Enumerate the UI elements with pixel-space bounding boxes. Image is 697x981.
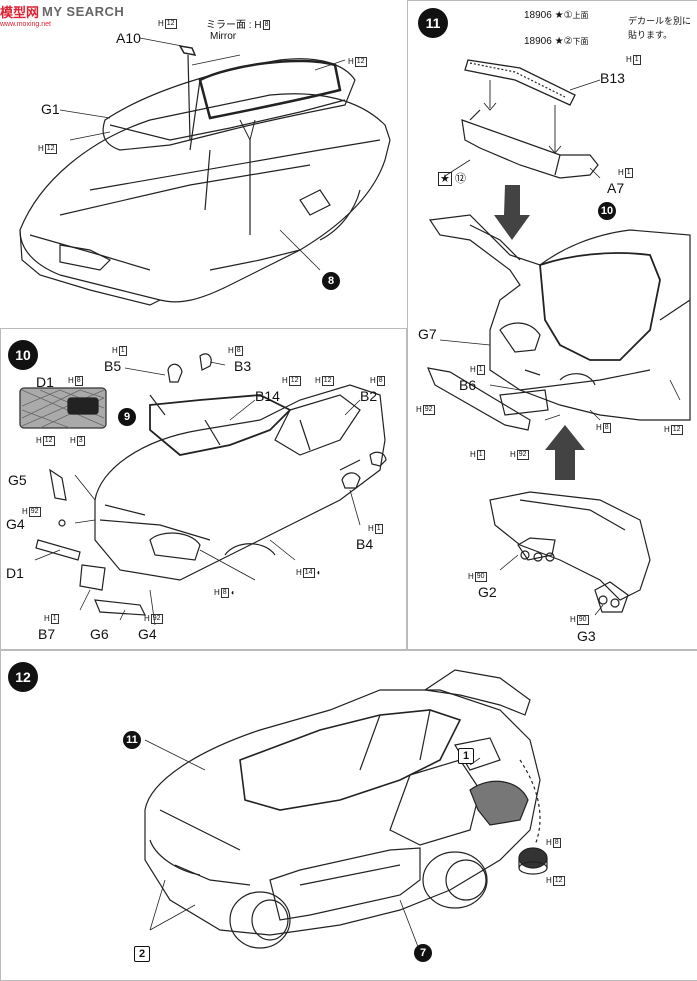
decal-inset [19,387,107,429]
mirror-surface-jp: ミラー面 : H [206,20,262,31]
part-label-b4: B4 [356,536,374,552]
decal-note-1: デカールを別に [628,16,692,26]
part-label-b6: B6 [459,377,477,393]
watermark-mark: 模型网 [0,4,40,20]
part-label-g6: G6 [90,626,109,642]
part-label-g5: G5 [8,472,27,488]
step-number-10: 10 [8,340,38,370]
mirror-english-label: Mirror [210,31,237,42]
star-decal-12: ★ ⑫ [438,172,466,186]
mirror-surface-code: 8 [262,20,271,31]
decal-line-1: 18906 ★①上面 [524,10,589,21]
step-number-11: 11 [418,8,448,38]
panel-step11 [407,0,697,650]
front-body-drawing [34,353,387,626]
watermark-logo: 模型网 MY SEARCH [0,0,124,22]
part-label-d1: D1 [6,565,24,581]
part-label-a7: A7 [607,180,625,196]
part-label-g2: G2 [478,584,497,600]
reference-circle-8: 8 [322,272,340,290]
part-label-b14: B14 [255,388,280,404]
rear-body-drawing [428,214,691,421]
body-shell-drawing [19,37,391,306]
part-label-b2: B2 [360,388,378,404]
part-label-g3: G3 [577,628,596,644]
full-car-drawing [144,669,548,953]
part-label-b3: B3 [234,358,252,374]
spoiler-drawing [444,59,601,240]
reference-circle-11: 11 [123,731,141,749]
reference-circle-9: 9 [118,408,136,426]
panel-step10 [0,328,407,650]
watermark-url: www.moxing.net [0,21,51,28]
part-label-g1: G1 [41,101,60,117]
part-label-b5: B5 [104,358,122,374]
decal-line-2: 18906 ★②下面 [524,36,589,47]
part-label-b7: B7 [38,626,56,642]
reference-circle-10: 10 [598,202,616,220]
part-label-a10: A10 [116,30,141,46]
watermark-text: MY SEARCH [42,3,125,19]
part-label-d1-inset: D1 [36,374,54,390]
bumper-drawing [427,367,651,616]
part-label-g4-left: G4 [6,516,25,532]
part-label-b13: B13 [600,70,625,86]
reference-box-2: 2 [134,946,150,962]
part-label-g7: G7 [418,326,437,342]
step-number-12: 12 [8,662,38,692]
part-label-g4-right: G4 [138,626,157,642]
reference-box-1: 1 [458,748,474,764]
decal-note-2: 貼ります。 [628,30,673,40]
reference-circle-7: 7 [414,944,432,962]
